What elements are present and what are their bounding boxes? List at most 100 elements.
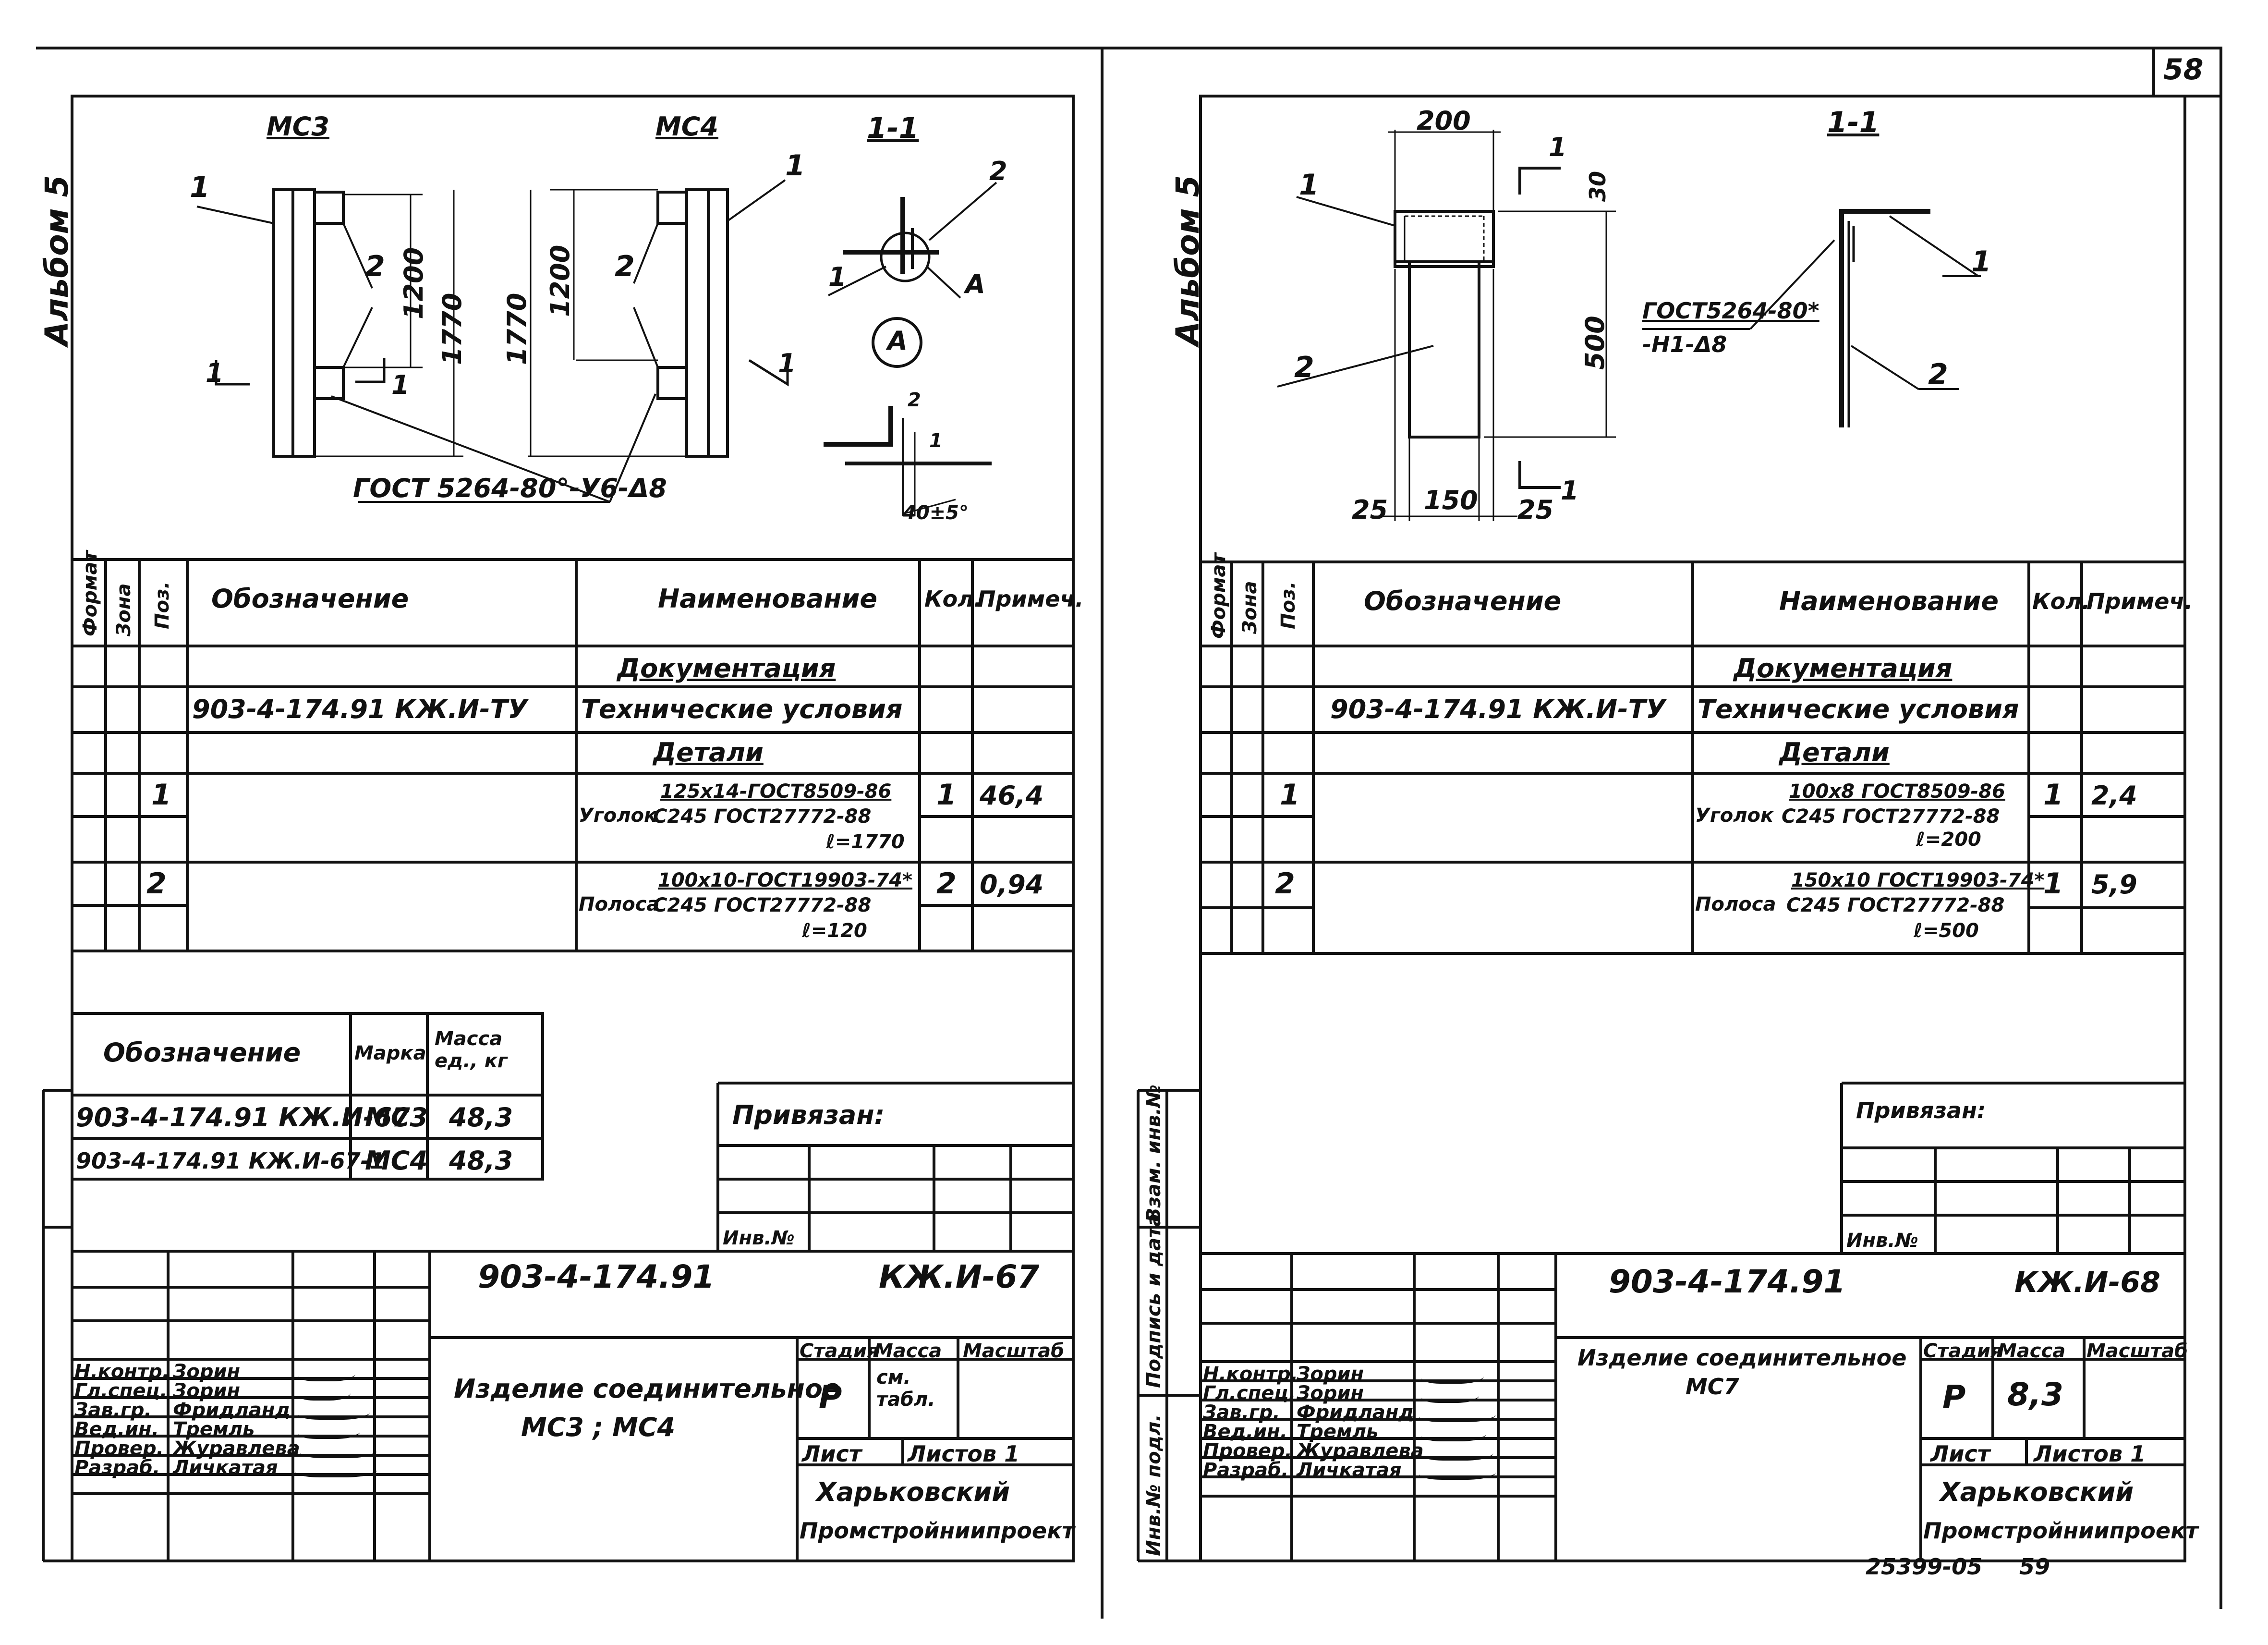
detail-a-label: А bbox=[887, 326, 908, 356]
signature-right-1 bbox=[1421, 1385, 1479, 1403]
tb-name-right-3: Тремль bbox=[1297, 1421, 1379, 1443]
variants-header-mark: Марка bbox=[354, 1042, 426, 1064]
callout-1-right: 1 bbox=[1299, 168, 1319, 202]
dim-1200-mc4: 1200 bbox=[545, 244, 575, 317]
signature-left-1 bbox=[298, 1382, 351, 1401]
signature-left-2 bbox=[298, 1401, 370, 1420]
tb-name-right-1: Зорин bbox=[1297, 1382, 1364, 1404]
spec-row2-prefix-right: Полоса bbox=[1695, 893, 1776, 915]
side-label-sign-date: Подпись и дата bbox=[1143, 1213, 1165, 1388]
signature-left-0 bbox=[298, 1363, 355, 1381]
spec-row1-pos-right: 1 bbox=[1280, 778, 1300, 812]
tb-role-right-1: Гл.спец. bbox=[1203, 1382, 1296, 1404]
tb-role-right-5: Разраб. bbox=[1203, 1459, 1289, 1481]
tb-name-left-5: Личкатая bbox=[173, 1457, 278, 1479]
spec-doc-designation: 903-4-174.91 КЖ.И-ТУ bbox=[192, 694, 528, 724]
dim-1200-mc3: 1200 bbox=[399, 247, 429, 319]
weld-note-left: ГОСТ 5264-80°-У6-Δ8 bbox=[353, 473, 667, 503]
section-mark-right-bottom: 1 bbox=[1561, 475, 1579, 506]
spec-header-pos: Поз. bbox=[151, 581, 173, 629]
section-mark-mc4: 1 bbox=[778, 348, 796, 378]
tb-role-right-4: Провер. bbox=[1203, 1440, 1292, 1462]
tb-title-left: Изделие соединительное bbox=[454, 1374, 840, 1404]
dim-30: 30 bbox=[1585, 171, 1611, 202]
tb-name-left-1: Зорин bbox=[173, 1380, 241, 1402]
tb-name-left-4: Журавлева bbox=[173, 1438, 300, 1460]
tb-name-left-0: Зорин bbox=[173, 1361, 241, 1383]
tb-stage-label-left: Стадия bbox=[800, 1340, 879, 1362]
spec-header-zone-right: Зона bbox=[1239, 581, 1261, 634]
spec-row2-pos-right: 2 bbox=[1275, 867, 1295, 901]
spec-header-note-right: Примеч. bbox=[2086, 588, 2193, 614]
detail-a-callout-2: 2 bbox=[908, 389, 921, 411]
spec-section-parts-right: Детали bbox=[1779, 737, 1890, 768]
privyazan-label-right: Привязан: bbox=[1856, 1097, 1986, 1123]
spec-row1-line2: С245 ГОСТ27772-88 bbox=[653, 805, 872, 828]
tb-name-left-3: Тремль bbox=[173, 1418, 255, 1440]
spec-section-docs-right: Документация bbox=[1734, 653, 1953, 683]
title-mc4: МС4 bbox=[655, 111, 718, 142]
section-callout-1: 1 bbox=[828, 262, 847, 292]
spec-row2-line1: 100x10-ГОСТ19903-74* bbox=[658, 869, 913, 891]
spec-row1-note: 46,4 bbox=[980, 780, 1044, 811]
spec-header-qty: Кол. bbox=[924, 586, 982, 612]
tb-project-left: 903-4-174.91 bbox=[478, 1258, 715, 1295]
variant-row1-mass: 48,3 bbox=[449, 1102, 513, 1133]
tb-org-line2-left: Промстройниипроект bbox=[800, 1518, 1075, 1544]
spec-row2-qty-right: 1 bbox=[2043, 867, 2063, 901]
spec-row1-line3-right: ℓ=200 bbox=[1916, 829, 1981, 851]
privyazan-inv-right: Инв.№ bbox=[1846, 1230, 1918, 1252]
album-label-right: Альбом 5 bbox=[1169, 175, 1206, 346]
weld-line1-right: ГОСТ5264-80* bbox=[1642, 298, 1819, 324]
spec-row1-qty: 1 bbox=[936, 778, 957, 812]
tb-stage-left: Р bbox=[819, 1378, 842, 1415]
spec-doc-name-right: Технические условия bbox=[1698, 694, 2019, 724]
dim-25b: 25 bbox=[1517, 495, 1554, 525]
spec-header-name: Наименование bbox=[658, 584, 878, 614]
spec-row2-qty: 2 bbox=[936, 867, 957, 901]
spec-doc-name: Технические условия bbox=[581, 694, 903, 724]
privyazan-label-left: Привязан: bbox=[732, 1100, 885, 1130]
spec-section-docs: Документация bbox=[617, 653, 836, 683]
tb-org-line2-right: Промстройниипроект bbox=[1923, 1518, 2198, 1544]
dim-1770-mc3: 1770 bbox=[437, 292, 467, 365]
tb-subtitle-right: МС7 bbox=[1686, 1374, 1739, 1400]
tb-name-right-0: Зорин bbox=[1297, 1363, 1364, 1385]
title-section-left: 1-1 bbox=[867, 111, 919, 145]
tb-role-left-3: Вед.ин. bbox=[74, 1418, 159, 1440]
tb-code-right: КЖ.И-68 bbox=[2014, 1266, 2160, 1299]
tb-role-left-5: Разраб. bbox=[74, 1457, 160, 1479]
spec-header-designation-right: Обозначение bbox=[1364, 586, 1562, 616]
spec-row2-line2-right: С245 ГОСТ27772-88 bbox=[1786, 894, 2005, 916]
tb-role-left-0: Н.контр. bbox=[74, 1361, 170, 1383]
tb-mass-label-left: Масса bbox=[874, 1340, 942, 1362]
spec-section-parts: Детали bbox=[653, 737, 764, 768]
detail-a-callout-1: 1 bbox=[929, 430, 943, 452]
tb-role-right-2: Зав.гр. bbox=[1203, 1401, 1280, 1424]
dim-25a: 25 bbox=[1352, 495, 1388, 525]
spec-header-format-right: Формат bbox=[1208, 553, 1230, 639]
spec-row2-note-right: 5,9 bbox=[2091, 869, 2137, 900]
spec-row1-line1-right: 100x8 ГОСТ8509-86 bbox=[1789, 780, 2005, 803]
dim-200: 200 bbox=[1417, 106, 1471, 136]
tb-name-left-2: Фридланд bbox=[173, 1399, 291, 1421]
callout-1-mc4: 1 bbox=[785, 149, 805, 183]
variant-row1-mark: МС3 bbox=[365, 1102, 428, 1133]
mc7-drawing bbox=[1277, 130, 1981, 521]
dim-150: 150 bbox=[1424, 485, 1478, 515]
spec-header-pos-right: Поз. bbox=[1277, 581, 1299, 629]
section-callout-2-right: 2 bbox=[1928, 358, 1948, 391]
tb-scale-label-left: Масштаб bbox=[963, 1340, 1065, 1362]
footer-code: 25399-05 bbox=[1866, 1554, 1983, 1580]
tb-stage-right: Р bbox=[1942, 1378, 1966, 1415]
spec-header-qty-right: Кол. bbox=[2032, 588, 2090, 614]
tb-org-line1-left: Харьковский bbox=[816, 1477, 1010, 1507]
spec-row1-line1: 125x14-ГОСТ8509-86 bbox=[660, 780, 892, 803]
tb-code-left: КЖ.И-67 bbox=[879, 1258, 1040, 1295]
tb-role-right-3: Вед.ин. bbox=[1203, 1421, 1287, 1443]
side-label-vzam: Взам. инв.№ bbox=[1143, 1084, 1165, 1222]
callout-2-mc3: 2 bbox=[365, 250, 385, 283]
spec-row2-line2: С245 ГОСТ27772-88 bbox=[653, 894, 872, 916]
callout-1-mc3: 1 bbox=[190, 171, 210, 204]
